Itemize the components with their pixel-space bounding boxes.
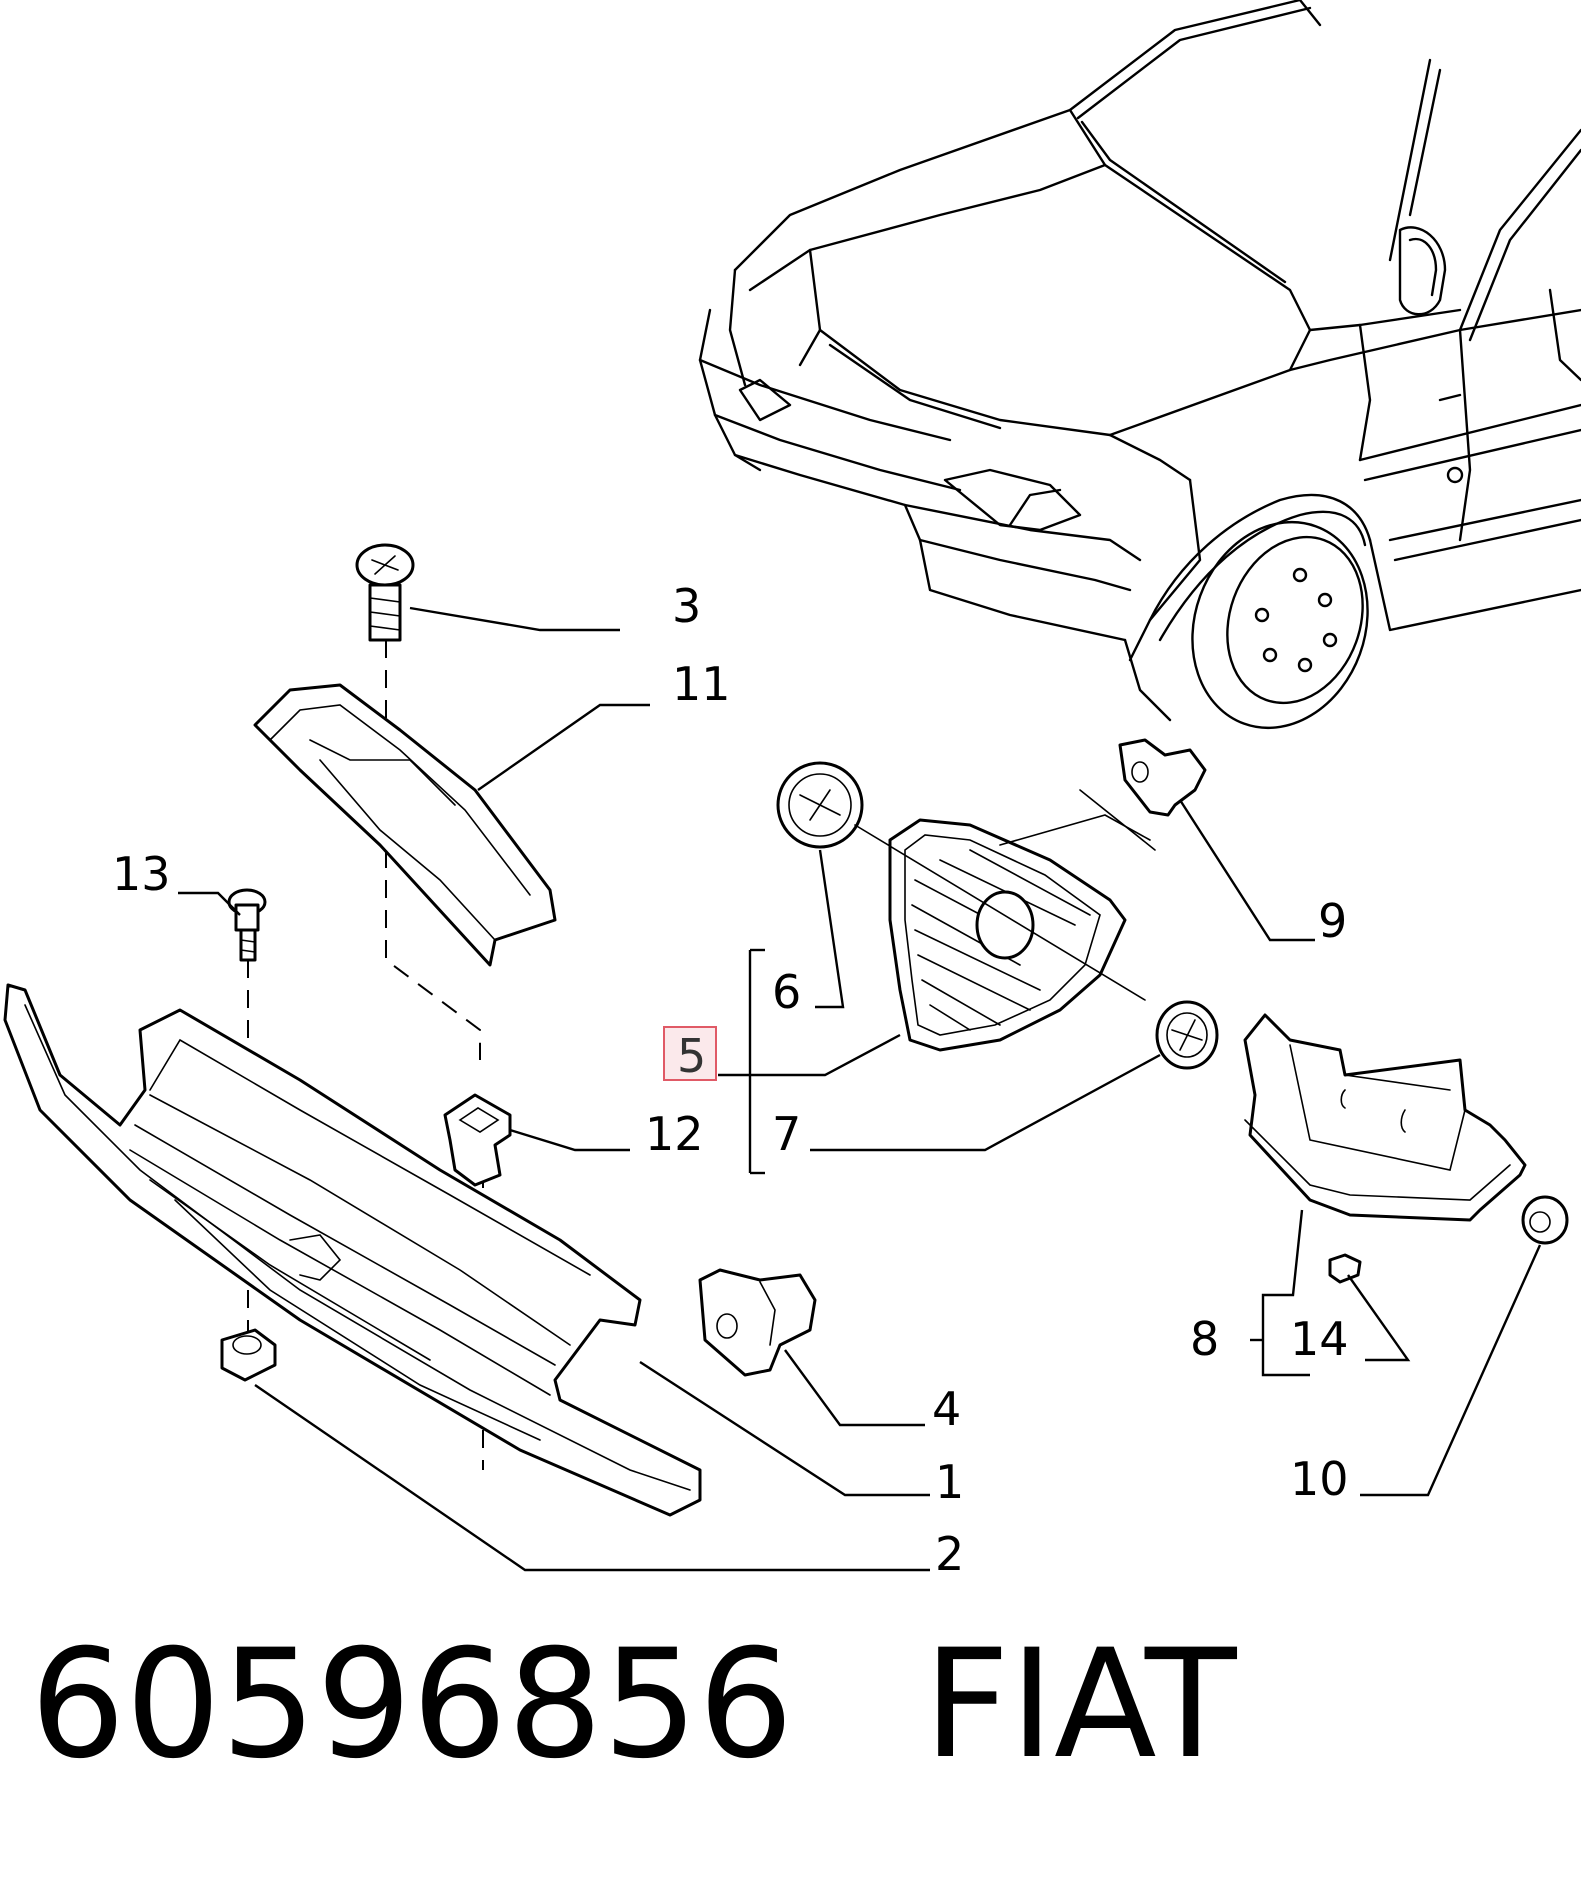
emblem-part-7 — [1155, 1000, 1219, 1070]
clip-part-12 — [443, 1093, 512, 1187]
callout-8: 8 — [1190, 1312, 1219, 1366]
cover-part-8 — [1243, 1013, 1527, 1222]
car-outline-drawing — [698, 0, 1581, 730]
callout-5-highlight — [663, 1026, 717, 1081]
callout-labels: 3 11 13 12 4 1 2 6 5 7 9 8 14 10 — [112, 579, 1349, 1581]
bracket-part-11 — [253, 683, 557, 967]
callout-3: 3 — [672, 579, 701, 633]
callout-4: 4 — [932, 1382, 961, 1436]
alignment-line-upper — [999, 814, 1151, 846]
callout-7: 7 — [772, 1107, 801, 1161]
nut-part-2 — [220, 1328, 277, 1382]
leader-lines — [178, 606, 1542, 1572]
callout-2: 2 — [935, 1527, 964, 1581]
callout-11: 11 — [672, 657, 731, 711]
grommet-part-10 — [1521, 1195, 1569, 1245]
callout-6: 6 — [772, 965, 801, 1019]
shield-grille-part-5 — [888, 818, 1127, 1052]
front-grille-part-1 — [3, 983, 702, 1517]
alignment-line-emblem — [854, 824, 1146, 1001]
bolt-part-13 — [227, 888, 267, 962]
callout-13: 13 — [112, 847, 171, 901]
part-footer: 60596856 FIAT — [30, 1630, 1237, 1800]
part-number: 60596856 — [30, 1618, 794, 1792]
screw-part-3 — [355, 543, 415, 642]
callout-1: 1 — [935, 1455, 964, 1509]
callout-10: 10 — [1290, 1452, 1349, 1506]
clip-part-4 — [698, 1268, 817, 1377]
clip-part-14 — [1328, 1253, 1362, 1284]
callout-5: 5 — [677, 1029, 706, 1083]
callout-12: 12 — [645, 1107, 704, 1161]
clip-part-9 — [1118, 738, 1207, 817]
callout-14: 14 — [1290, 1312, 1349, 1366]
emblem-part-6 — [776, 761, 864, 849]
alignment-line-clip9 — [1079, 789, 1156, 851]
brand-name: FIAT — [923, 1618, 1237, 1792]
callout-9: 9 — [1318, 894, 1347, 948]
